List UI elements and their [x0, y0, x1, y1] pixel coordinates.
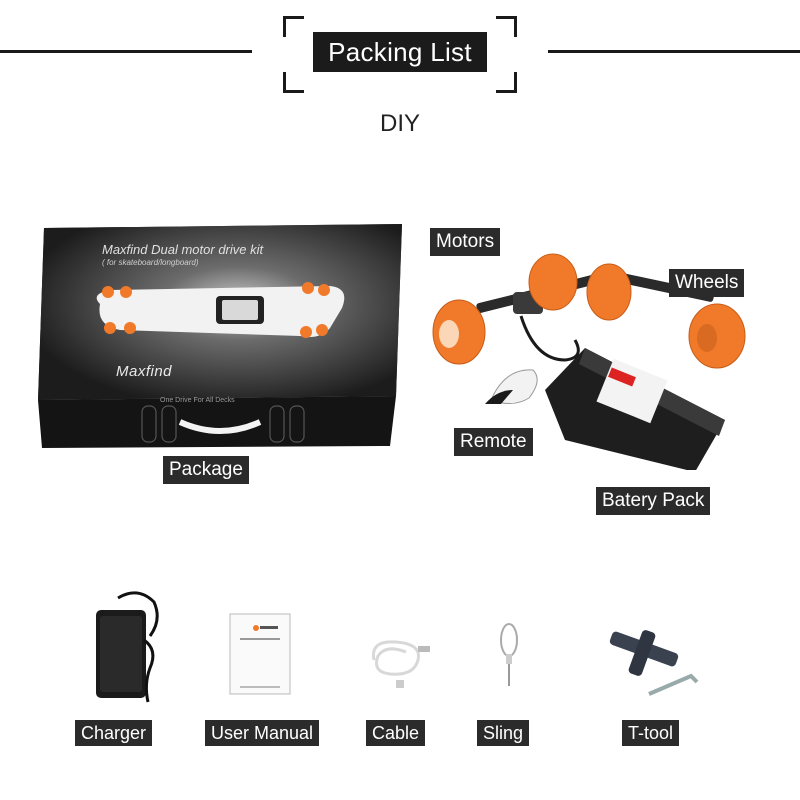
bracket-top-left: [283, 16, 304, 37]
wheel-orange: [432, 253, 746, 369]
cable-image: [371, 640, 430, 688]
motor-kit-image: [432, 253, 746, 470]
bracket-bottom-right: [496, 72, 517, 93]
sling-image: [500, 623, 518, 686]
page-subtitle: DIY: [379, 110, 420, 137]
page-title: Packing List: [313, 32, 487, 72]
charger-image: [96, 591, 159, 703]
label-t-tool: T-tool: [622, 720, 680, 746]
label-charger: Charger: [75, 720, 153, 746]
box-brand-line: Maxfind Dual motor drive kit: [102, 242, 264, 257]
header-line-right: [548, 50, 800, 53]
label-motors: Motors: [430, 228, 501, 256]
label-cable: Cable: [366, 720, 426, 746]
label-remote: Remote: [454, 428, 533, 456]
label-user-manual: User Manual: [205, 720, 320, 746]
label-sling: Sling: [477, 720, 530, 746]
box-brand-sub: ( for skateboard/longboard): [102, 258, 199, 267]
bracket-top-right: [496, 16, 517, 37]
label-wheels: Wheels: [669, 269, 745, 297]
label-battery-pack: Batery Pack: [596, 487, 711, 515]
box-slogan: One Drive For All Decks: [160, 397, 235, 404]
bracket-bottom-left: [283, 72, 304, 93]
package-box-image: [38, 224, 402, 448]
label-package: Package: [163, 456, 249, 484]
user-manual-image: [229, 613, 291, 695]
maxfind-logo: Maxfind: [116, 363, 173, 380]
header-line-left: [0, 50, 252, 53]
t-tool-image: [609, 630, 699, 696]
